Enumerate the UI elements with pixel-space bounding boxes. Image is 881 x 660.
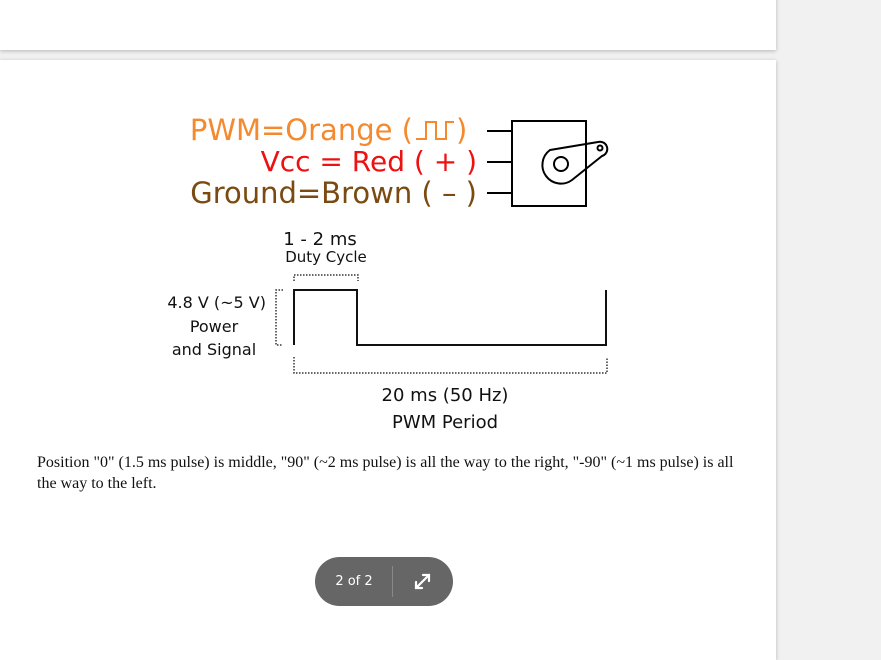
voltage-label: 4.8 V (~5 V) (167, 293, 266, 312)
vcc-wire-label: Vcc = Red ( + ) (261, 145, 477, 178)
duty-label: Duty Cycle (285, 248, 367, 266)
divider (392, 566, 393, 597)
page-counter: 2 of 2 (335, 574, 373, 589)
previous-page (0, 0, 776, 50)
period-value: 20 ms (50 Hz) (382, 385, 509, 406)
pwm-square-wave-icon (416, 121, 454, 140)
expand-icon[interactable] (410, 569, 435, 594)
pwm-waveform (293, 289, 607, 346)
power-label: Power (190, 317, 239, 336)
caption-text: Position "0" (1.5 ms pulse) is middle, "… (37, 454, 734, 492)
servo-pwm-diagram: PWM=Orange ( ) Vcc = Red ( + ) Ground=Br… (167, 113, 609, 433)
duty-bracket (293, 274, 359, 281)
servo-icon (487, 120, 609, 207)
ground-wire-label: Ground=Brown ( – ) (190, 176, 477, 210)
page-controls: 2 of 2 (315, 557, 453, 606)
pwm-wire-label: PWM=Orange ( (190, 113, 413, 147)
duty-range: 1 - 2 ms (283, 229, 356, 250)
signal-label: and Signal (172, 340, 256, 359)
pwm-close-paren: ) (456, 113, 467, 147)
voltage-bracket (275, 289, 283, 346)
period-bracket (293, 357, 608, 374)
period-label: PWM Period (392, 412, 498, 433)
